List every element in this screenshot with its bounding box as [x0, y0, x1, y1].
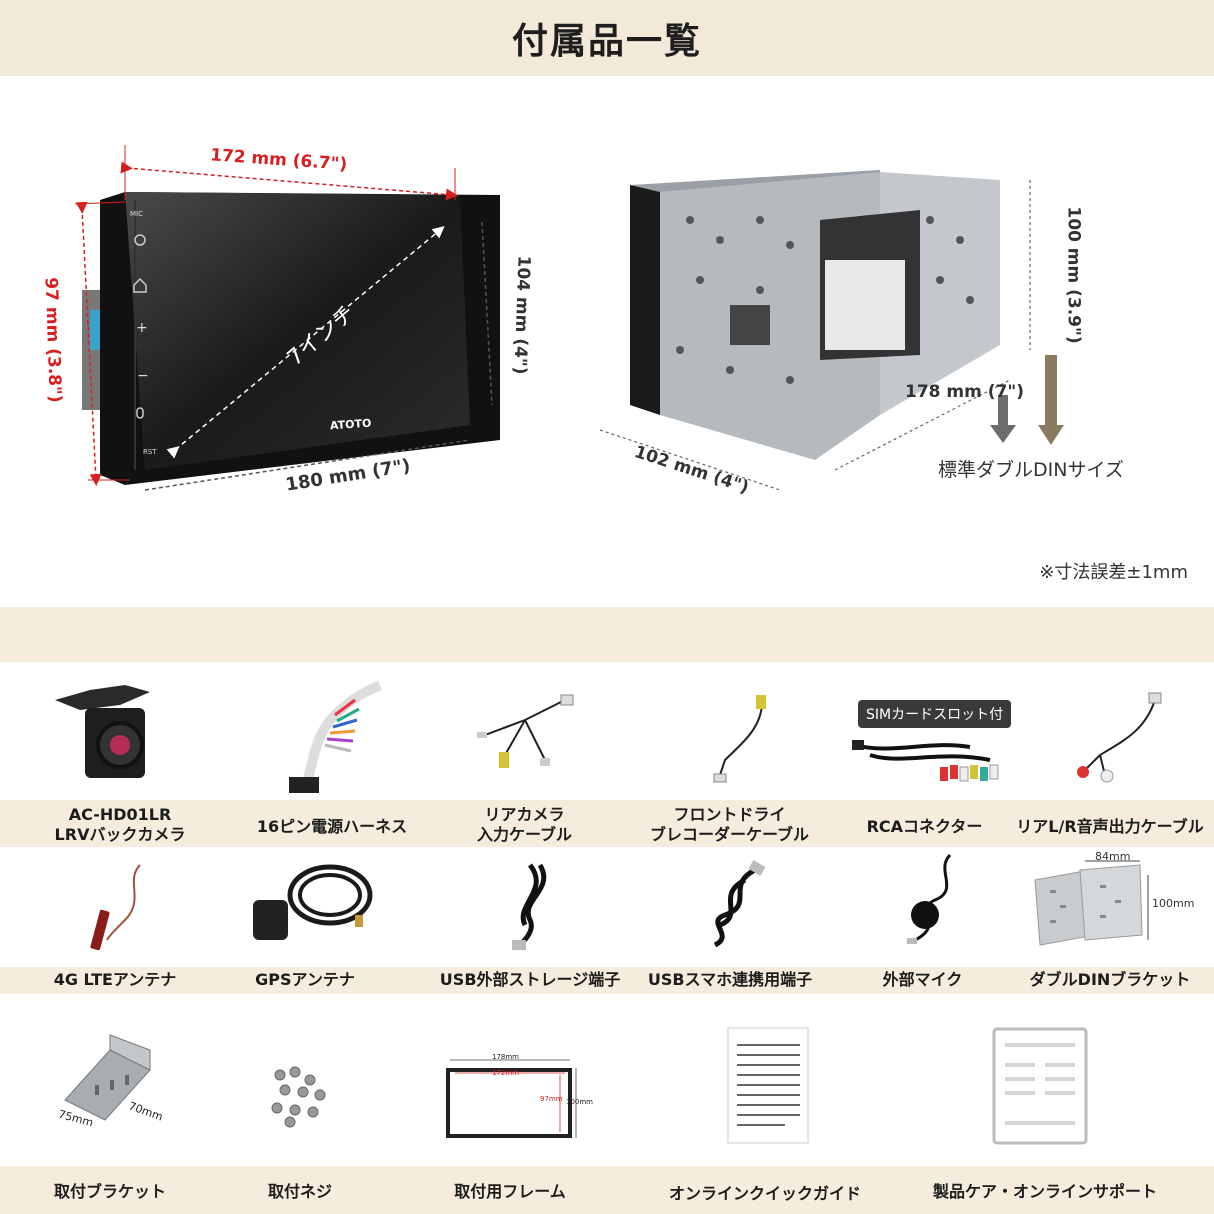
label-usb-storage: USB外部ストレージ端子: [439, 970, 621, 989]
plus-button-label: +: [136, 320, 148, 336]
gps-antenna-icon: [253, 864, 373, 940]
label-gps-antenna: GPSアンテナ: [255, 970, 355, 989]
lte-antenna-icon: [90, 864, 141, 951]
label-care-support: 製品ケア・オンラインサポート: [932, 1182, 1157, 1201]
label-rca-connector: RCAコネクター: [866, 817, 983, 836]
label-mount-frame: 取付用フレーム: [454, 1182, 566, 1201]
label-power-harness: 16ピン電源ハーネス: [256, 817, 408, 836]
chassis-width-dim: 178 mm (7"): [905, 382, 1024, 402]
label-usb-phone: USBスマホ連携用端子: [647, 970, 813, 989]
label-audio-out-cable: リアL/R音声出力ケーブル: [1016, 817, 1204, 836]
label-double-din-bracket: ダブルDINブラケット: [1029, 970, 1191, 989]
page-title: 付属品一覧: [0, 0, 1214, 76]
head-unit-diagram: [74, 145, 500, 491]
label-screws: 取付ネジ: [267, 1182, 332, 1201]
label-dashcam-cable: フロントドライブレコーダーケーブル: [649, 805, 810, 844]
rst-label: RST: [143, 448, 157, 456]
tolerance-note: ※寸法誤差±1mm: [1039, 562, 1188, 583]
minus-button-label: −: [137, 368, 149, 384]
usb-storage-cable-icon: [512, 863, 547, 950]
row1-label-band: [0, 800, 1214, 847]
label-external-mic: 外部マイク: [882, 970, 963, 989]
bracket-width-dim: 84mm: [1095, 850, 1131, 863]
label-lte-antenna: 4G LTEアンテナ: [53, 970, 177, 989]
dashcam-cable-icon: [713, 695, 766, 783]
label-quick-guide: オンラインクイックガイド: [668, 1184, 861, 1203]
chassis-diagram: [599, 170, 1064, 490]
external-mic-icon: [907, 853, 952, 944]
chassis-height-dim: 100 mm (3.9"): [1063, 206, 1084, 344]
label-mount-bracket: 取付ブラケット: [53, 1182, 166, 1201]
section-band: [0, 607, 1214, 662]
care-support-icon: [992, 1027, 1088, 1145]
frame-inner-height: 97mm: [540, 1095, 563, 1103]
bracket-height-dim: 100mm: [1152, 897, 1195, 910]
frame-outer-width: 178mm: [492, 1053, 519, 1061]
screws-icon: [271, 1066, 326, 1128]
frame-inner-width: 172mm: [492, 1069, 519, 1077]
label-rear-camera-cable: リアカメラ入力ケーブル: [476, 805, 573, 844]
rear-camera-cable-icon: [477, 694, 574, 768]
usb-phone-cable-icon: [713, 860, 766, 948]
row3-label-band: [0, 1166, 1214, 1214]
mic-label: MIC: [130, 210, 143, 218]
power-harness-icon: [289, 680, 383, 793]
rca-connector-icon: [852, 740, 999, 782]
sim-slot-tag: SIMカードスロット付: [858, 700, 1012, 728]
double-din-standard-label: 標準ダブルDINサイズ: [938, 459, 1124, 481]
total-height-dim: 104 mm (4"): [509, 255, 534, 375]
double-din-bracket-icon: [1034, 860, 1149, 946]
row2-label-band: [0, 967, 1214, 994]
audio-out-cable-icon: [1077, 692, 1162, 783]
mount-bracket-icon: [64, 1034, 151, 1121]
frame-outer-height: 100mm: [566, 1098, 593, 1106]
rear-camera-icon: [55, 685, 150, 778]
quick-guide-icon: [727, 1027, 809, 1144]
mount-frame-icon: [446, 1059, 577, 1138]
